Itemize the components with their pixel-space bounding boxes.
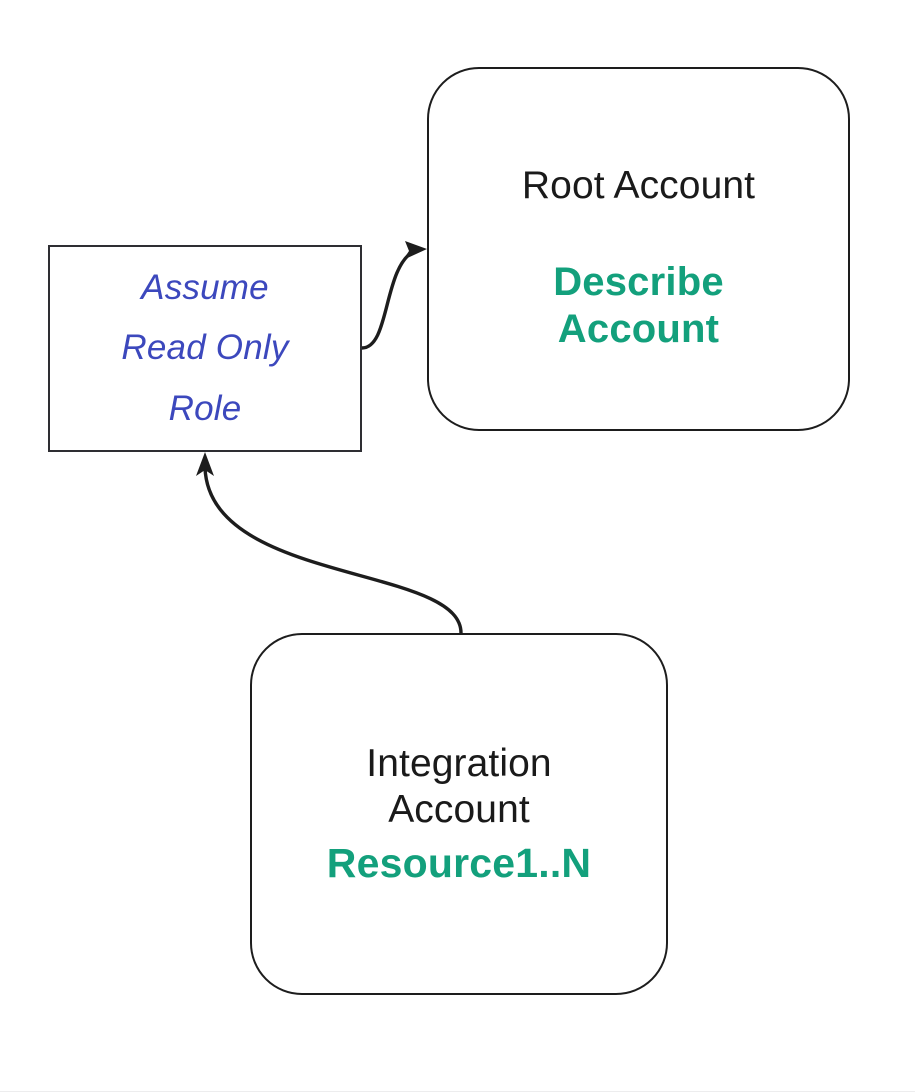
assume-role-line-3: Role: [168, 388, 242, 428]
assume-role-line-2: Read Only: [121, 328, 289, 368]
edge-role-to-root-account: [360, 241, 427, 350]
node-integration-account[interactable]: Integration Account Resource1..N: [250, 633, 668, 995]
edge-integration-to-role-arrowhead: [196, 452, 214, 476]
node-assume-read-only-role[interactable]: Assume Read Only Role: [48, 245, 362, 452]
integration-account-title-line-2: Account: [388, 787, 530, 831]
assume-role-label: Assume Read Only Role: [111, 258, 298, 439]
integration-account-title-line-1: Integration: [366, 742, 552, 786]
edge-integration-to-role-line: [203, 466, 463, 635]
root-account-title: Root Account: [521, 163, 756, 207]
node-root-account[interactable]: Root Account Describe Account: [427, 67, 850, 431]
assume-role-line-1: Assume: [141, 268, 269, 308]
root-account-accent-line-2: Account: [557, 306, 720, 351]
integration-account-accent: Resource1..N: [326, 839, 592, 886]
root-account-accent: Describe Account: [553, 259, 724, 352]
integration-account-title: Integration Account: [366, 741, 551, 831]
edge-integration-to-role: [196, 452, 463, 635]
edge-role-to-root-account-arrowhead: [403, 241, 427, 260]
root-account-accent-line-1: Describe: [553, 260, 724, 305]
edge-role-to-root-account-line: [360, 249, 416, 350]
